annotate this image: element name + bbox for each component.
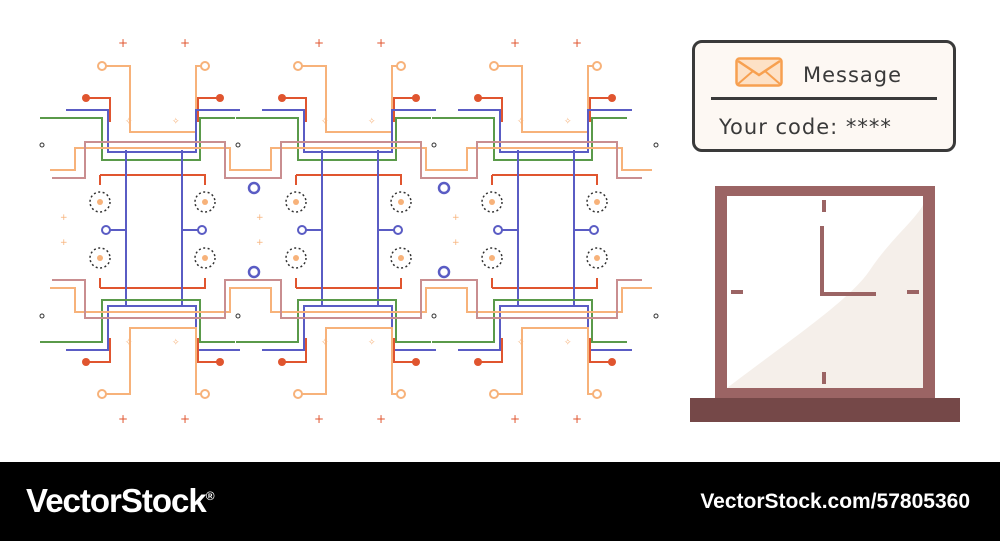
circuit-tile xyxy=(235,35,457,427)
circuit-pattern xyxy=(39,35,659,427)
envelope-icon xyxy=(735,57,783,87)
node-icon xyxy=(247,265,261,279)
circuit-tile xyxy=(39,35,261,427)
brand-name: VectorStock xyxy=(26,482,207,519)
brand-logo: VectorStock® xyxy=(26,482,215,520)
node-icon xyxy=(437,265,451,279)
message-title: Message xyxy=(803,63,903,87)
node-icon xyxy=(247,181,261,195)
node-icon xyxy=(437,181,451,195)
verification-code-text: Your code: **** xyxy=(719,115,892,139)
brand-mark: ® xyxy=(205,489,215,503)
circuit-tile xyxy=(431,35,653,427)
message-card: Message Your code: **** xyxy=(692,40,956,152)
image-url: VectorStock.com/57805360 xyxy=(700,490,970,513)
analog-clock-icon xyxy=(690,186,960,422)
message-divider xyxy=(711,97,937,100)
footer-bar: VectorStock® VectorStock.com/57805360 xyxy=(0,462,1000,541)
clock-shelf xyxy=(690,398,960,422)
illustration-canvas: + + + + + + ✧ ✧ ✧ ✧ xyxy=(39,35,960,427)
